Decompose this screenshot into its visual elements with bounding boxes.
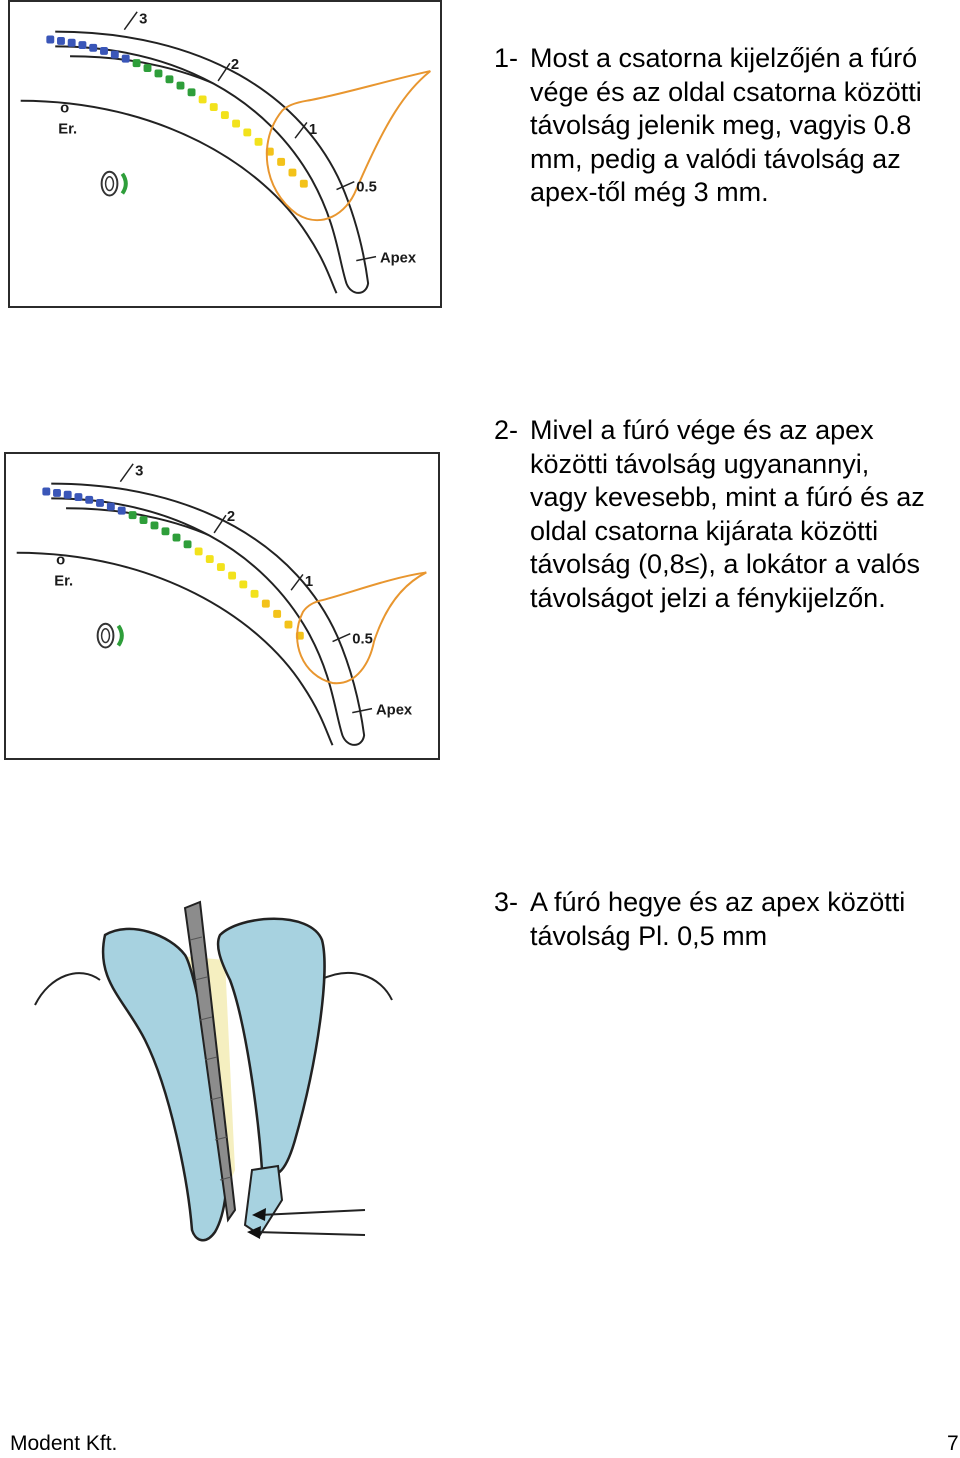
- indicator-dot: [232, 119, 241, 128]
- step-1-line: vége és az oldal csatorna közötti: [530, 76, 922, 107]
- progress-dots-1: [46, 35, 308, 188]
- indicator-dot: [110, 50, 119, 59]
- progress-dots-2: [42, 487, 304, 640]
- scale-label-apex: Apex: [380, 251, 417, 267]
- arrow-icon: [247, 1226, 366, 1239]
- indicator-dot: [100, 47, 108, 55]
- scale-label-1: 1: [305, 574, 313, 590]
- indicator-dot: [205, 555, 214, 563]
- indicator-dot: [96, 499, 104, 507]
- indicator-dot: [194, 547, 203, 556]
- indicator-dot: [239, 580, 248, 589]
- scale-label-05: 0.5: [356, 180, 377, 196]
- indicator-dot: [121, 54, 130, 63]
- step-1-line: apex-től még 3 mm.: [530, 177, 769, 207]
- mode-glyph: o: [60, 101, 69, 117]
- speaker-icon: [100, 170, 128, 197]
- step-2-body: Mivel a fúró vége és az apex közötti táv…: [530, 414, 925, 615]
- indicator-dot: [85, 495, 94, 504]
- scale-label-2: 2: [227, 509, 235, 525]
- arrow-icon: [252, 1208, 366, 1221]
- tooth-illustration: [34, 900, 393, 1242]
- indicator-dot: [150, 521, 159, 530]
- indicator-dot: [132, 59, 141, 68]
- scale-label-apex: Apex: [376, 703, 413, 719]
- indicator-dot: [198, 95, 207, 104]
- indicator-dot: [154, 69, 163, 78]
- step-2-line: távolság (0,8≤), a lokátor a valós: [530, 549, 921, 579]
- indicator-dot: [46, 35, 55, 44]
- indicator-dot: [74, 493, 83, 501]
- indicator-dot: [261, 599, 270, 608]
- mode-glyph: o: [56, 553, 65, 569]
- indicator-dot: [172, 533, 181, 542]
- speaker-icon: [96, 622, 124, 649]
- indicator-dot: [250, 589, 259, 598]
- step-1-line: mm, pedig a valódi távolság az: [530, 143, 901, 174]
- indicator-dot: [288, 168, 297, 177]
- indicator-dot: [284, 620, 293, 629]
- indicator-dot: [128, 511, 137, 520]
- step-1-line: Most a csatorna kijelzőjén a fúró: [530, 43, 918, 73]
- page-number: 7: [947, 1432, 959, 1455]
- indicator-dot: [228, 571, 237, 580]
- scale-label-3: 3: [139, 12, 147, 28]
- locator-display-2: 3 2 1 0.5 Apex o Er.: [4, 452, 440, 760]
- indicator-dot: [139, 516, 148, 525]
- locator-display-1: 3 2 1 0.5 Apex o Er.: [8, 0, 442, 308]
- indicator-dot: [89, 43, 98, 52]
- step-1-body: Most a csatorna kijelzőjén a fúró vége é…: [530, 42, 922, 210]
- step-3-number: 3-: [494, 887, 519, 917]
- indicator-dot: [78, 41, 87, 49]
- footer-company: Modent Kft.: [10, 1432, 118, 1455]
- step-1-number: 1-: [494, 43, 519, 73]
- indicator-dot: [187, 88, 196, 97]
- indicator-dot: [117, 506, 126, 515]
- indicator-dot: [220, 111, 229, 120]
- step-2-line: távolságot jelzi a fénykijelzőn.: [530, 582, 886, 613]
- step-3-line: A fúró hegye és az apex közötti: [530, 887, 906, 917]
- mode-label: Er.: [58, 121, 77, 137]
- step-2-line: közötti távolság ugyanannyi,: [530, 448, 870, 479]
- indicator-dot: [161, 527, 170, 536]
- mode-label: Er.: [54, 573, 73, 589]
- indicator-dot: [165, 75, 174, 84]
- indicator-dot: [106, 502, 115, 511]
- step-2-line: vagy kevesebb, mint a fúró és az: [530, 482, 925, 512]
- indicator-dot: [254, 137, 263, 146]
- indicator-dot: [63, 490, 72, 499]
- indicator-dot: [176, 81, 185, 90]
- scale-label-1: 1: [309, 122, 317, 138]
- indicator-dot: [299, 179, 308, 188]
- indicator-dot: [183, 540, 192, 549]
- indicator-dot: [67, 38, 76, 47]
- scale-label-3: 3: [135, 464, 143, 480]
- indicator-dot: [277, 157, 286, 166]
- step-2-line: Mivel a fúró vége és az apex: [530, 415, 874, 445]
- indicator-dot: [273, 609, 282, 618]
- step-2-line: oldal csatorna kijárata közötti: [530, 515, 879, 546]
- canal-diagram-2: 3 2 1 0.5 Apex o Er.: [16, 463, 427, 746]
- step-1-line: távolság jelenik meg, vagyis 0.8: [530, 110, 912, 140]
- indicator-dot: [42, 487, 51, 496]
- indicator-dot: [57, 36, 65, 45]
- step-3-line: távolság Pl. 0,5 mm: [530, 920, 768, 951]
- indicator-dot: [143, 64, 152, 73]
- indicator-dot: [243, 128, 252, 137]
- indicator-dot: [209, 103, 218, 111]
- step-3-body: A fúró hegye és az apex közötti távolság…: [530, 886, 905, 953]
- scale-label-05: 0.5: [352, 632, 373, 648]
- indicator-dot: [53, 488, 61, 497]
- scale-label-2: 2: [231, 57, 239, 73]
- step-2-number: 2-: [494, 415, 519, 445]
- indicator-dot: [216, 563, 225, 572]
- canal-diagram-1: 3 2 1 0.5 Apex o Er.: [20, 11, 431, 294]
